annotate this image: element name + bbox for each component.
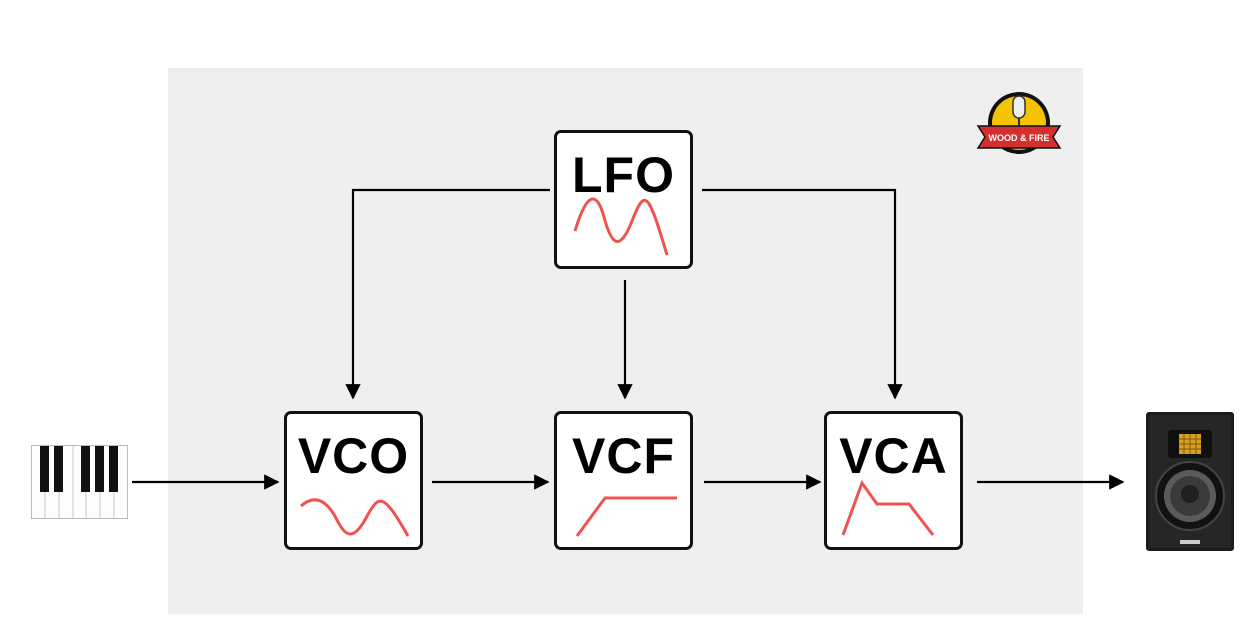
envelope-adsr-icon <box>841 479 935 536</box>
vca-label: VCA <box>839 428 948 484</box>
logo-text: WOOD & FIRE <box>989 133 1050 143</box>
vcf-label: VCF <box>572 428 675 484</box>
lfo-label: LFO <box>572 147 675 203</box>
vco-module: VCO <box>284 411 423 550</box>
filter-curve-icon <box>575 496 677 537</box>
vca-module: VCA <box>824 411 963 550</box>
lfo-to-vco-connector <box>345 188 550 400</box>
lfo-to-vca-connector <box>702 188 903 400</box>
vcf-module: VCF <box>554 411 693 550</box>
microphone-logo-icon: WOOD & FIRE <box>976 92 1062 154</box>
piano-keyboard-icon <box>31 445 128 519</box>
studio-speaker-icon <box>1146 412 1234 551</box>
vco-label: VCO <box>297 428 410 484</box>
sine-wave-icon <box>300 498 410 537</box>
sine-wave-icon <box>573 197 669 256</box>
lfo-module: LFO <box>554 130 693 269</box>
